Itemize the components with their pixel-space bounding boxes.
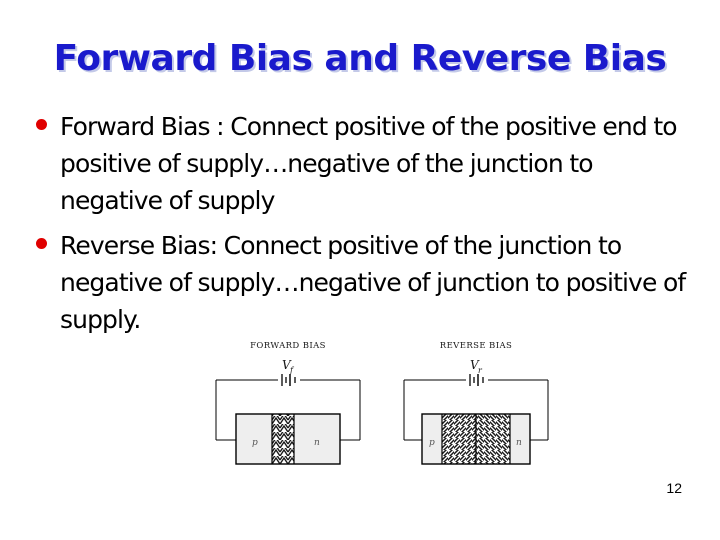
bullet-text: Forward Bias : Connect positive of the p… <box>60 112 678 215</box>
reverse-voltage-subscript: r <box>478 366 483 375</box>
page-title: Forward Bias and Reverse Bias <box>53 38 667 79</box>
reverse-p-label: p <box>429 438 435 448</box>
forward-voltage-label: V f <box>282 358 295 375</box>
page-number: 12 <box>666 480 682 496</box>
forward-battery-icon <box>281 374 296 386</box>
forward-circuit-wires <box>215 379 361 441</box>
forward-bias-heading: FORWARD BIAS <box>250 341 326 351</box>
reverse-pn-block: p n <box>421 413 531 465</box>
forward-voltage-subscript: f <box>289 366 295 375</box>
reverse-voltage-symbol: V <box>470 358 480 372</box>
forward-n-label: n <box>314 438 320 448</box>
list-item: Forward Bias : Connect positive of the p… <box>36 108 691 219</box>
reverse-depletion-region-right <box>476 414 510 464</box>
round-bullet-icon <box>36 119 47 130</box>
bullet-text: Reverse Bias: Connect positive of the ju… <box>60 231 686 334</box>
reverse-depletion-region-left <box>442 414 476 464</box>
pn-junction-bias-diagram: FORWARD BIAS V f <box>200 336 568 484</box>
list-item: Reverse Bias: Connect positive of the ju… <box>36 227 691 338</box>
reverse-n-label: n <box>516 438 522 448</box>
circuit-diagram-svg: FORWARD BIAS V f <box>215 341 549 465</box>
reverse-battery-icon <box>469 374 484 386</box>
forward-pn-block: p n <box>235 413 341 465</box>
reverse-bias-diagram: REVERSE BIAS V r <box>403 341 549 465</box>
forward-voltage-symbol: V <box>282 358 292 372</box>
reverse-bias-heading: REVERSE BIAS <box>440 341 512 351</box>
bullet-list: Forward Bias : Connect positive of the p… <box>36 108 691 346</box>
forward-bias-diagram: FORWARD BIAS V f <box>215 341 361 465</box>
forward-p-label: p <box>252 438 258 448</box>
round-bullet-icon <box>36 238 47 249</box>
forward-depletion-region <box>272 414 294 464</box>
reverse-circuit-wires <box>403 379 549 441</box>
reverse-voltage-label: V r <box>470 358 483 375</box>
